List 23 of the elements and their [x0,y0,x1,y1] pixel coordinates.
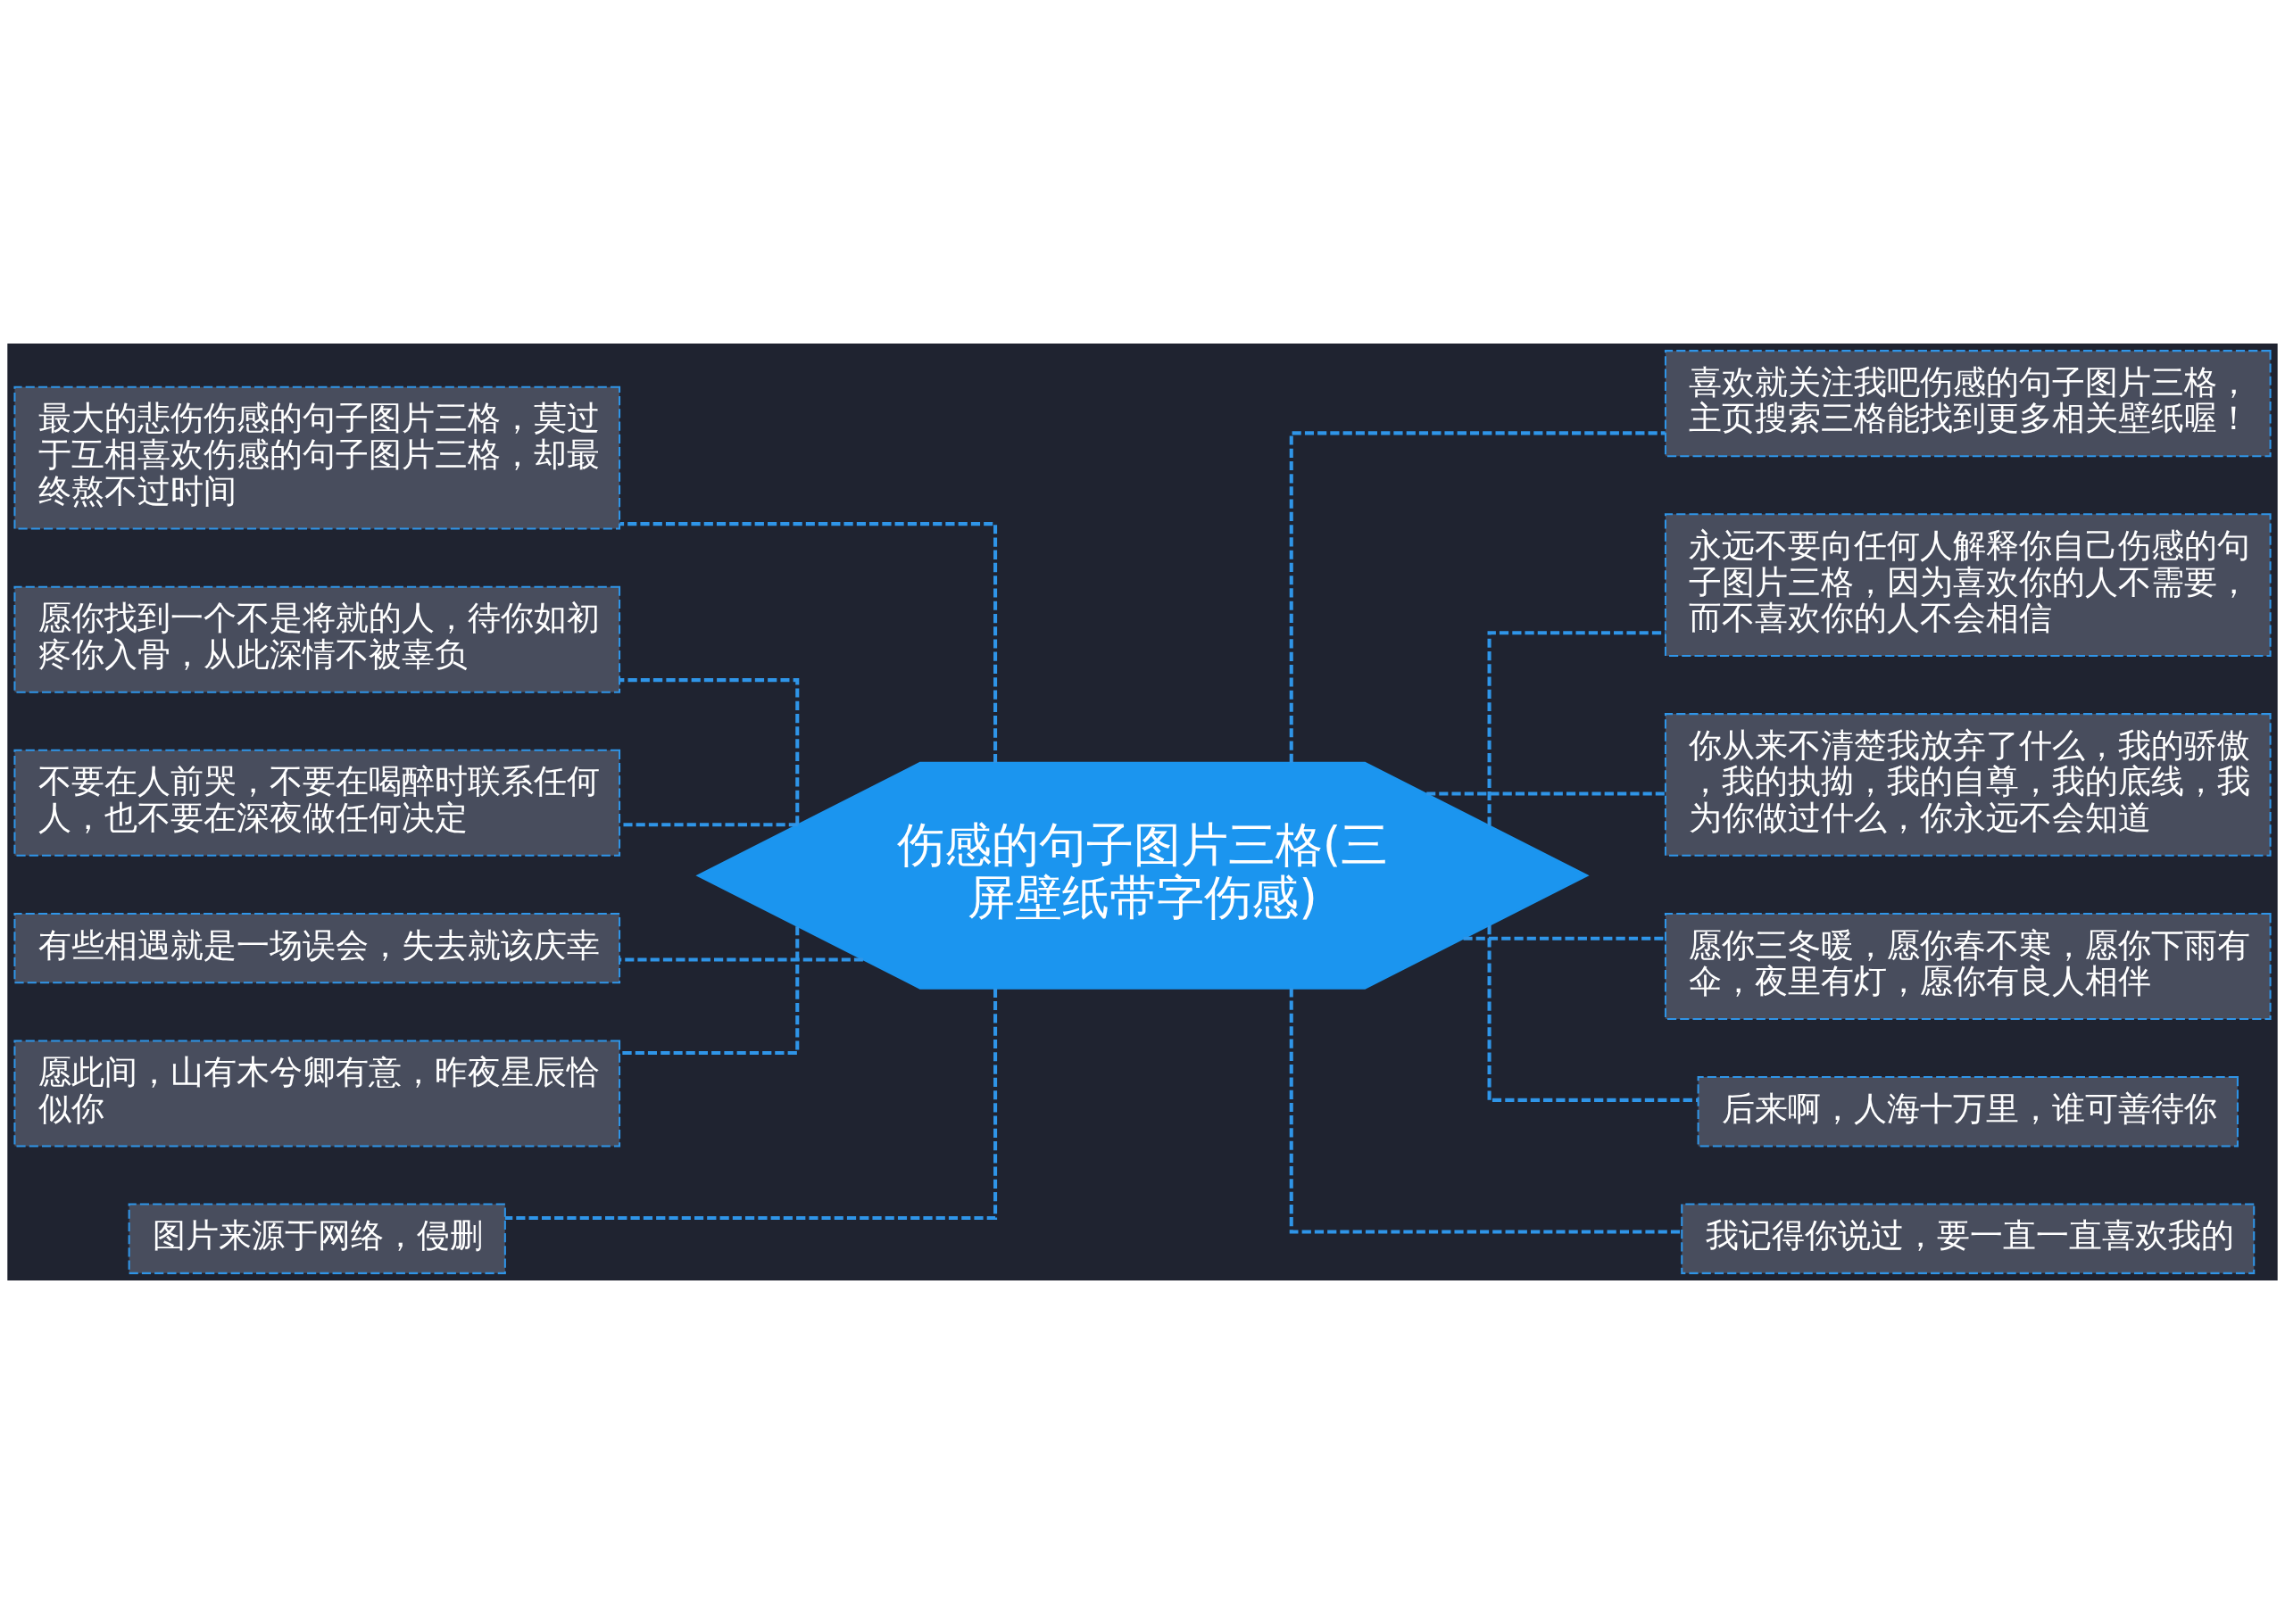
connector [619,957,863,962]
connector [1289,431,1666,763]
node-box: 不要在人前哭，不要在喝醉时联系任何人，也不要在深夜做任何决定 [13,749,621,857]
node-box: 愿你三冬暖，愿你春不寒，愿你下雨有伞，夜里有灯，愿你有良人相伴 [1664,912,2272,1020]
node-box: 最大的悲伤伤感的句子图片三格，莫过于互相喜欢伤感的句子图片三格，却最终熬不过时间 [13,385,621,530]
node-box: 图片来源于网络，侵删 [128,1203,506,1274]
node-box: 后来啊，人海十万里，谁可善待你 [1697,1076,2239,1148]
connector [504,988,998,1221]
connector [619,678,800,825]
node-box: 我记得你说过，要一直一直喜欢我的 [1681,1203,2256,1274]
connector [1487,631,1666,826]
node-box: 有些相遇就是一场误会，失去就该庆幸 [13,912,621,984]
connector [619,926,800,1055]
node-box: 你从来不清楚我放弃了什么，我的骄傲，我的执拗，我的自尊，我的底线，我为你做过什么，你永远不会知道 [1664,713,2272,857]
connector [1463,936,1666,940]
connector [1426,791,1666,796]
connector [1289,988,1682,1234]
connector [619,522,998,763]
connector [1487,925,1699,1102]
node-box: 愿此间，山有木兮卿有意，昨夜星辰恰似你 [13,1040,621,1148]
node-box: 永远不要向任何人解释你自己伤感的句子图片三格，因为喜欢你的人不需要，而不喜欢你的人不会相信 [1664,513,2272,657]
node-box: 喜欢就关注我吧伤感的句子图片三格，主页搜索三格能找到更多相关壁纸喔！ [1664,350,2272,458]
node-box: 愿你找到一个不是将就的人，待你如初疼你入骨，从此深情不被辜负 [13,585,621,693]
